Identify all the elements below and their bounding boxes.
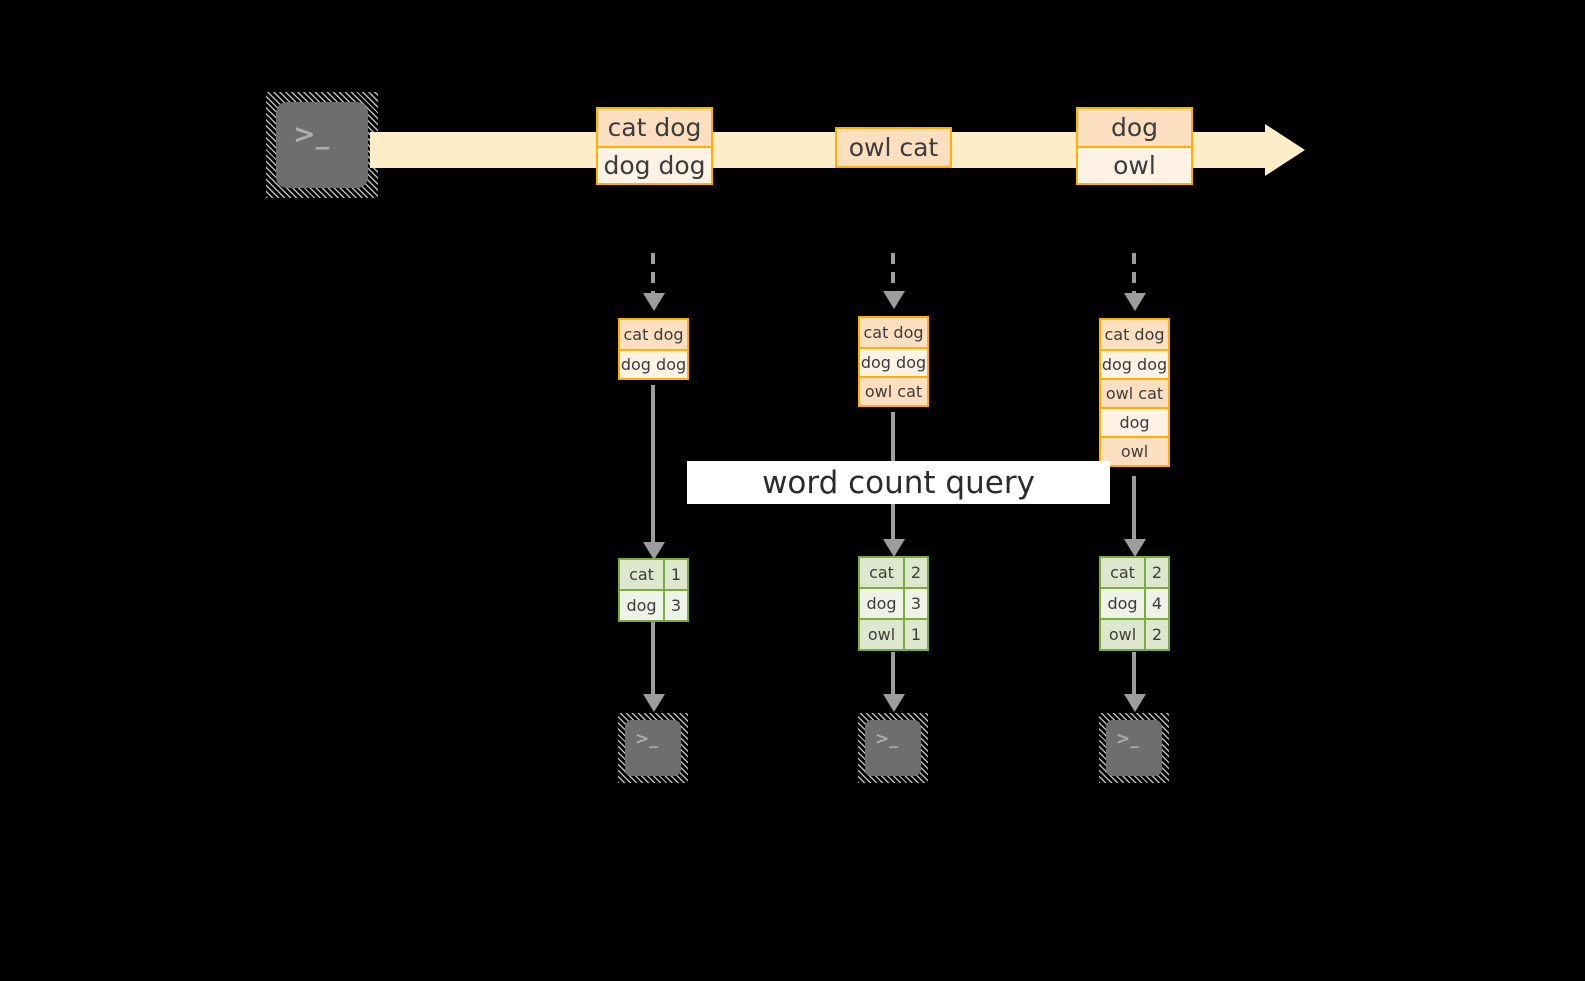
stream-record-line: dog dog	[598, 146, 711, 183]
snapshot-3-result-table: cat 2 dog 4 owl 2	[1099, 556, 1170, 651]
stream-to-input-connector	[891, 253, 895, 293]
terminal-prompt-label: >_	[293, 119, 330, 150]
terminal-prompt-label: >_	[635, 729, 658, 749]
source-terminal-icon: >_	[266, 92, 378, 198]
terminal-screen	[625, 720, 681, 776]
stream-to-input-arrowhead-icon	[643, 293, 665, 311]
terminal-screen	[1106, 720, 1162, 776]
table-row: cat 2	[1101, 558, 1168, 587]
snapshot-1-query-arrowhead-icon	[643, 542, 665, 560]
stream-record-line: cat dog	[598, 109, 711, 146]
snapshot-2-input-records: cat dog dog dog owl cat	[858, 316, 929, 407]
table-row: cat 2	[860, 558, 927, 587]
input-record-line: cat dog	[860, 318, 927, 347]
snapshot-1-sink-connector	[651, 622, 655, 700]
table-cell-word: dog	[860, 589, 903, 618]
table-row: dog 3	[620, 589, 687, 620]
snapshot-3-sink-arrowhead-icon	[1124, 694, 1146, 712]
stream-record-batch-3: dog owl	[1076, 107, 1193, 185]
input-record-line: owl cat	[860, 376, 927, 405]
stream-record-batch-1: cat dog dog dog	[596, 107, 713, 185]
snapshot-1-sink-arrowhead-icon	[643, 694, 665, 712]
stream-record-batch-2: owl cat	[835, 127, 952, 168]
stream-to-input-arrowhead-icon	[883, 291, 905, 309]
input-record-line: owl cat	[1101, 378, 1168, 407]
table-cell-count: 1	[663, 560, 687, 589]
snapshot-2-sink-arrowhead-icon	[883, 694, 905, 712]
terminal-prompt-label: >_	[875, 729, 898, 749]
stream-arrow-head-icon	[1265, 124, 1305, 176]
table-row: owl 1	[860, 618, 927, 649]
terminal-screen	[276, 102, 368, 188]
input-record-line: dog dog	[860, 347, 927, 376]
input-record-line: owl	[1101, 436, 1168, 465]
snapshot-3-sink-terminal-icon: >_	[1099, 713, 1169, 783]
terminal-screen	[865, 720, 921, 776]
input-record-line: cat dog	[620, 320, 687, 349]
table-cell-count: 4	[1144, 589, 1168, 618]
snapshot-2-query-arrowhead-icon	[883, 539, 905, 557]
table-cell-word: dog	[620, 591, 663, 620]
table-row: owl 2	[1101, 618, 1168, 649]
stream-record-line: dog	[1078, 109, 1191, 146]
snapshot-3-query-arrowhead-icon	[1124, 539, 1146, 557]
query-label: word count query	[687, 461, 1110, 504]
snapshot-3-sink-connector	[1132, 652, 1136, 700]
snapshot-1-sink-terminal-icon: >_	[618, 713, 688, 783]
stream-record-line: owl cat	[837, 129, 950, 166]
table-cell-count: 2	[1144, 558, 1168, 587]
table-cell-word: dog	[1101, 589, 1144, 618]
snapshot-1-query-connector	[651, 385, 655, 550]
table-row: dog 3	[860, 587, 927, 618]
table-cell-count: 2	[903, 558, 927, 587]
stream-to-input-connector	[651, 253, 655, 295]
table-cell-word: cat	[860, 558, 903, 587]
table-row: dog 4	[1101, 587, 1168, 618]
stream-to-input-connector	[1132, 253, 1136, 295]
table-cell-word: cat	[1101, 558, 1144, 587]
table-cell-word: cat	[620, 560, 663, 589]
input-record-line: dog	[1101, 407, 1168, 436]
snapshot-2-result-table: cat 2 dog 3 owl 1	[858, 556, 929, 651]
snapshot-3-query-connector	[1132, 476, 1136, 548]
table-cell-count: 3	[663, 591, 687, 620]
table-cell-count: 3	[903, 589, 927, 618]
table-row: cat 1	[620, 560, 687, 589]
snapshot-1-result-table: cat 1 dog 3	[618, 558, 689, 622]
snapshot-3-input-records: cat dog dog dog owl cat dog owl	[1099, 318, 1170, 467]
input-record-line: dog dog	[1101, 349, 1168, 378]
table-cell-word: owl	[860, 620, 903, 649]
table-cell-count: 1	[903, 620, 927, 649]
table-cell-count: 2	[1144, 620, 1168, 649]
stream-record-line: owl	[1078, 146, 1191, 183]
snapshot-1-input-records: cat dog dog dog	[618, 318, 689, 380]
input-record-line: cat dog	[1101, 320, 1168, 349]
table-cell-word: owl	[1101, 620, 1144, 649]
snapshot-2-sink-terminal-icon: >_	[858, 713, 928, 783]
snapshot-2-sink-connector	[891, 652, 895, 700]
input-record-line: dog dog	[620, 349, 687, 378]
terminal-prompt-label: >_	[1116, 729, 1139, 749]
stream-to-input-arrowhead-icon	[1124, 293, 1146, 311]
